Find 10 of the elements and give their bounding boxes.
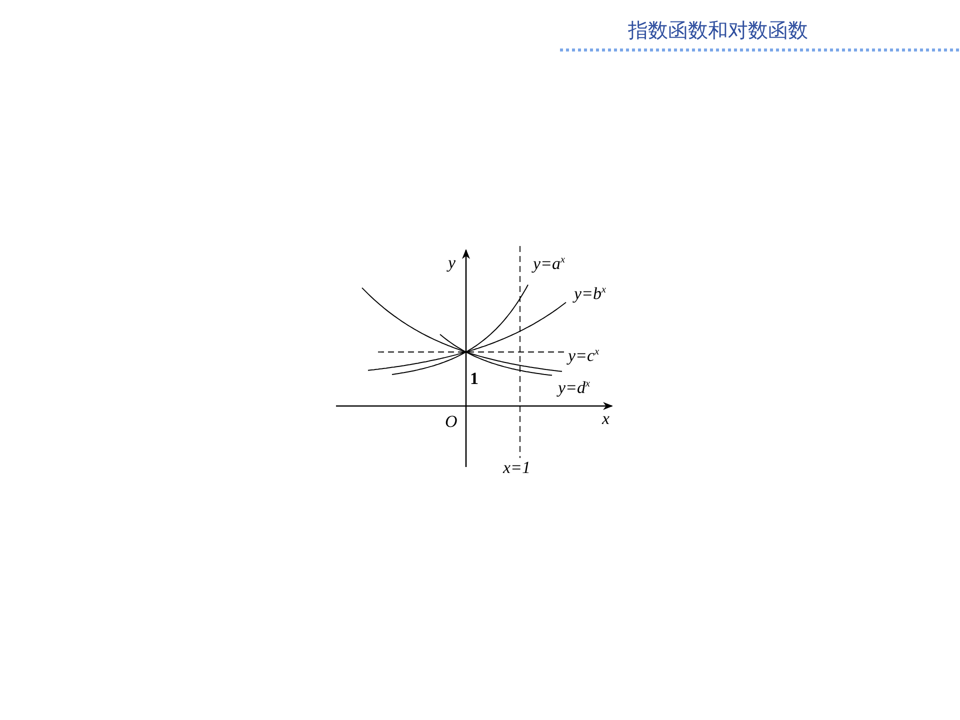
function-label: y=a$^{x}$ [533, 255, 565, 272]
function-label: y=c$^{x}$ [568, 347, 600, 364]
axis-label: y [448, 254, 456, 271]
function-label: y=d$^{x}$ [558, 379, 590, 396]
tick-label: 1 [470, 370, 478, 387]
origin-label: O [445, 413, 458, 430]
page-title: 指数函数和对数函数 [628, 17, 808, 44]
line-label: x=1 [503, 459, 531, 476]
axis-label: x [602, 410, 610, 427]
function-label: y=b$^{x}$ [574, 285, 606, 302]
